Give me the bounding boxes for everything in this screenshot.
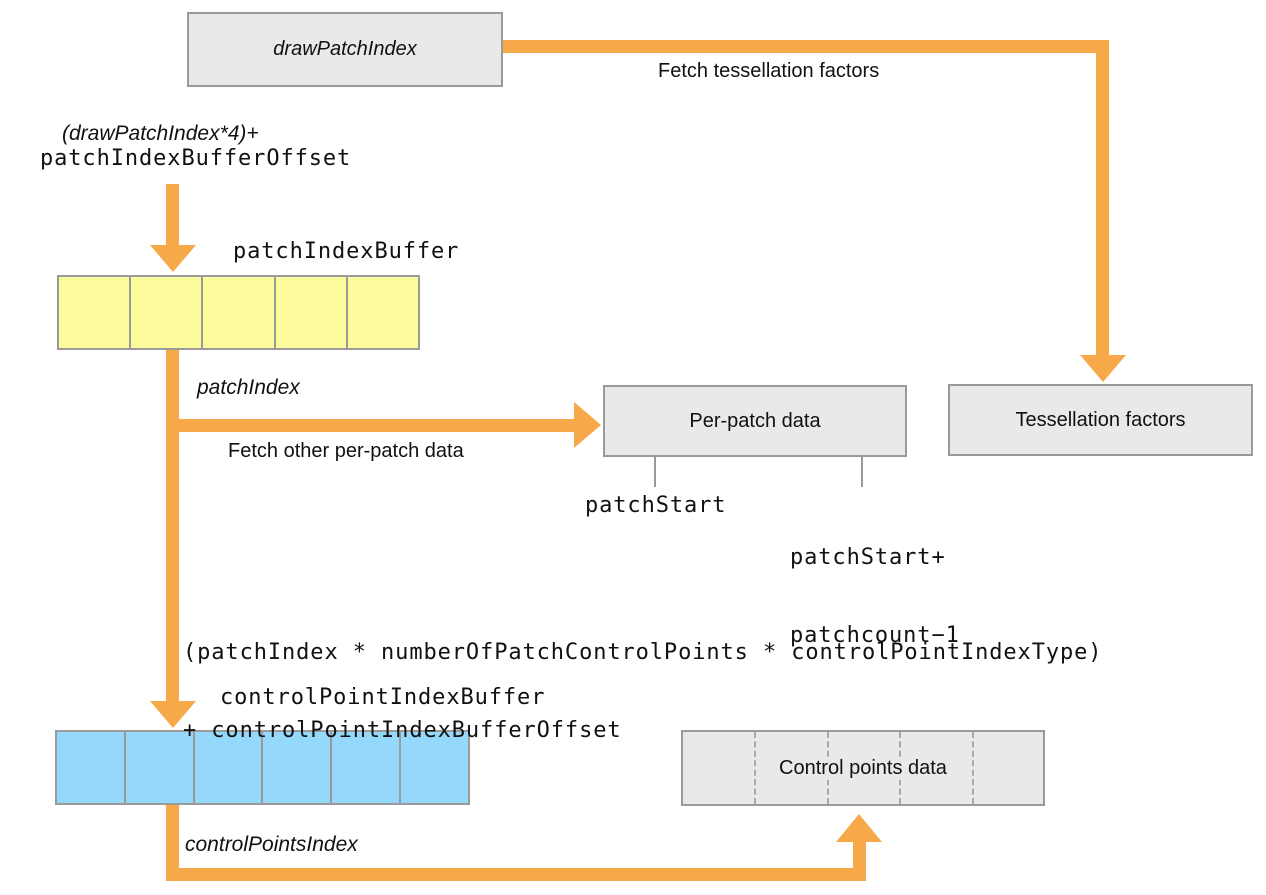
connector-bottom-vertical [166,805,179,881]
patch-start-tick [654,457,656,487]
arrowhead-into-control-points-data [836,814,882,842]
arrowhead-into-tessellation-factors [1080,355,1126,382]
buffer-cell [59,277,132,348]
patch-start-plus-label: patchStart+ patchcount−1 [790,493,960,701]
fetch-other-per-patch-data-label: Fetch other per-patch data [228,440,464,462]
draw-patch-index-label: drawPatchIndex [273,38,417,60]
buffer-cell [203,277,276,348]
draw-patch-index-box: drawPatchIndex [187,12,503,87]
per-patch-data-box: Per-patch data [603,385,907,457]
connector-mid-horizontal [166,419,574,432]
arrowhead-into-patch-index-buffer [150,245,196,272]
buffer-cell [131,277,204,348]
patch-start-label: patchStart [585,493,727,518]
buffer-cell [275,277,348,348]
control-points-divider [972,732,974,804]
patch-index-buffer [57,275,420,350]
tessellation-factors-box: Tessellation factors [948,384,1253,456]
patch-offset-formula-line2: patchIndexBufferOffset [40,146,352,171]
connector-top-vertical [1096,40,1109,355]
tessellation-factors-label: Tessellation factors [1015,408,1186,431]
connector-bottom-horizontal [166,868,860,881]
connector-top-horizontal [503,40,1109,53]
control-point-formula: (patchIndex * numberOfPatchControlPoints… [183,588,1102,796]
connector-main-vertical [166,350,179,701]
control-points-data-label: Control points data [770,756,956,780]
buffer-cell [57,732,126,803]
patch-index-buffer-title: patchIndexBuffer [233,239,460,264]
buffer-cell [347,277,419,348]
patch-offset-formula-line1: (drawPatchIndex*4)+ [62,122,259,145]
arrowhead-into-control-point-index-buffer [150,701,196,728]
connector-bottom-up-vertical [853,841,866,881]
patch-index-label: patchIndex [197,376,300,399]
control-points-divider [754,732,756,804]
control-point-index-buffer [55,730,470,805]
control-points-index-label: controlPointsIndex [185,833,358,856]
buffer-cell [332,732,402,803]
buffer-cell [263,732,333,803]
buffer-cell [125,732,195,803]
patch-start-plus-line2: patchcount−1 [790,623,960,648]
control-points-data-box: Control points data [681,730,1045,806]
control-point-index-buffer-title: controlPointIndexBuffer [220,685,546,710]
control-point-formula-line1: (patchIndex * numberOfPatchControlPoints… [183,640,1103,665]
buffer-cell [401,732,468,803]
control-point-formula-line2: + controlPointIndexBufferOffset [183,718,622,743]
fetch-tessellation-factors-label: Fetch tessellation factors [658,60,880,82]
patch-end-tick [861,457,863,487]
patch-start-plus-line1: patchStart+ [790,545,946,570]
connector-offset-vertical [166,184,179,246]
arrowhead-into-per-patch-data [574,402,601,448]
per-patch-data-label: Per-patch data [689,409,821,432]
buffer-cell [194,732,264,803]
